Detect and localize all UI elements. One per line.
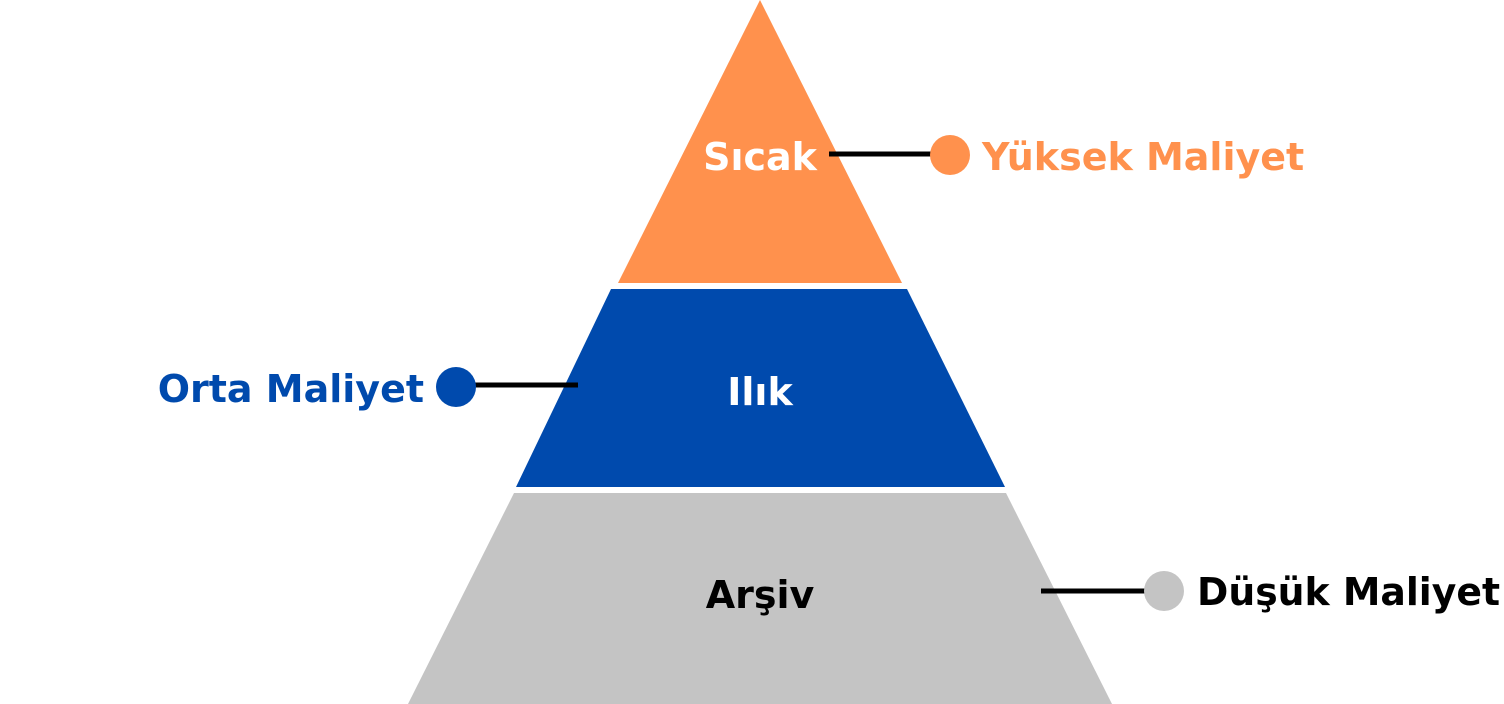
tier-archive-marker-dot — [1144, 571, 1184, 611]
tier-warm-marker-dot — [436, 367, 476, 407]
tier-warm-segment — [516, 289, 1005, 487]
tier-hot-segment — [618, 0, 902, 283]
tier-archive-segment — [408, 493, 1112, 704]
high-cost-label: Yüksek Maliyet — [981, 135, 1304, 179]
low-cost-label: Düşük Maliyet — [1197, 570, 1500, 614]
medium-cost-label: Orta Maliyet — [158, 367, 424, 411]
tier-hot-label: Sıcak — [703, 135, 818, 179]
tier-warm-label: Ilık — [727, 370, 793, 414]
tier-hot-marker-dot — [930, 135, 970, 175]
tier-archive-label: Arşiv — [706, 573, 815, 617]
